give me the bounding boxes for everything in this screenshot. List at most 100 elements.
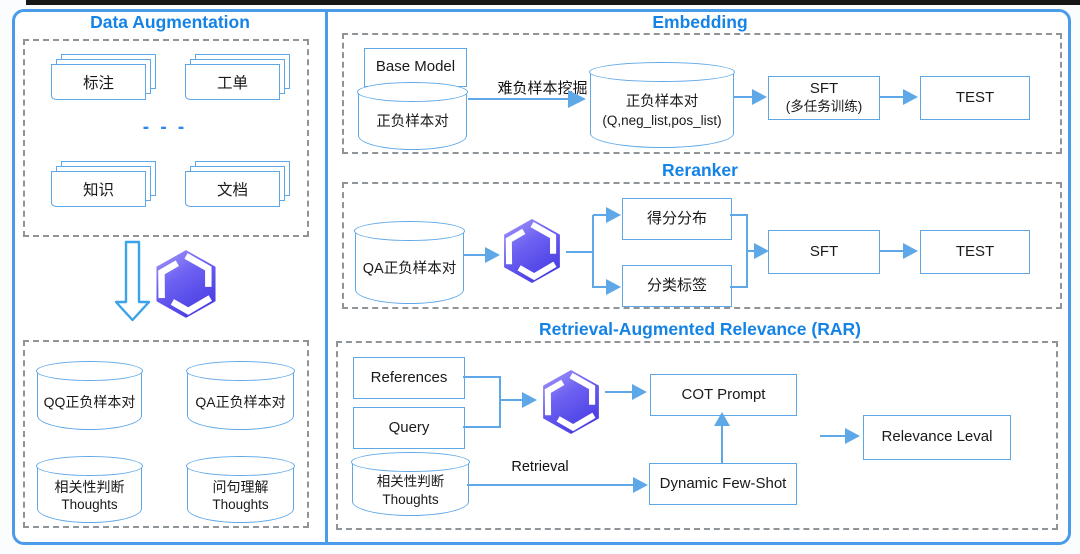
arrow-head xyxy=(754,243,769,259)
box-label: Base Model xyxy=(375,58,456,76)
arrow-head xyxy=(752,89,767,105)
doc-stack-knowledge: 知识 xyxy=(51,161,156,207)
reranker-sft-box: SFT xyxy=(768,230,880,274)
connector-line xyxy=(463,376,501,379)
cot-prompt-box: COT Prompt xyxy=(650,374,797,416)
cylinder-label: Thoughts xyxy=(61,497,118,513)
box-label: Query xyxy=(388,418,430,436)
cylinder-label: QA正负样本对 xyxy=(362,260,457,277)
score-distribution-box: 得分分布 xyxy=(622,198,732,240)
arrow-head xyxy=(903,89,918,105)
arrow-head xyxy=(632,384,647,400)
doc-stack-label: 知识 xyxy=(51,171,146,207)
embedding-group xyxy=(342,33,1062,154)
connector-line xyxy=(499,376,502,428)
box-label: TEST xyxy=(955,242,995,260)
top-black-bar xyxy=(26,0,1080,5)
arrow-head xyxy=(714,412,730,426)
arrow-line xyxy=(748,250,756,253)
embedding-title: Embedding xyxy=(652,12,748,32)
source-docs-group xyxy=(23,39,309,237)
box-label: 得分分布 xyxy=(646,209,707,227)
reranker-group xyxy=(342,182,1062,309)
connector-line xyxy=(730,214,748,217)
more-sources-ellipsis: - - - xyxy=(142,117,188,138)
rar-group xyxy=(336,341,1058,530)
box-label: Dynamic Few-Shot xyxy=(659,474,787,492)
doc-stack-ticket: 工单 xyxy=(185,54,290,100)
qwen-logo-icon xyxy=(498,217,566,285)
box-label: SFT xyxy=(809,80,839,98)
arrow-line xyxy=(467,484,634,487)
arrow-line xyxy=(721,425,724,463)
arrow-head xyxy=(485,247,500,263)
cylinder-relevance-thoughts-rar: 相关性判断 Thoughts xyxy=(351,452,470,516)
references-box: References xyxy=(353,357,465,399)
cylinder-label: 相关性判断 xyxy=(376,473,445,489)
down-arrow-icon xyxy=(115,240,151,322)
doc-stack-label: 标注 xyxy=(51,64,146,100)
box-label: COT Prompt xyxy=(681,385,766,403)
doc-stack-label: 工单 xyxy=(185,64,280,100)
arrow-line xyxy=(593,214,607,217)
arrow-line xyxy=(468,98,570,101)
retrieval-label: Retrieval xyxy=(511,459,569,475)
cylinder-pos-neg-pairs: 正负样本对 xyxy=(357,82,468,150)
box-label: (多任务训练) xyxy=(785,98,863,114)
reranker-test-box: TEST xyxy=(920,230,1030,274)
relevance-level-box: Relevance Leval xyxy=(863,415,1011,460)
dynamic-few-shot-box: Dynamic Few-Shot xyxy=(649,463,797,505)
arrow-head xyxy=(522,392,537,408)
cylinder-label: Thoughts xyxy=(212,497,269,513)
connector-line xyxy=(463,426,501,429)
embedding-test-box: TEST xyxy=(920,76,1030,120)
box-label: 分类标签 xyxy=(646,276,707,294)
query-box: Query xyxy=(353,407,465,449)
cylinder-label: 相关性判断 xyxy=(54,479,125,496)
box-label: Relevance Leval xyxy=(881,428,993,446)
embedding-sft-box: SFT (多任务训练) xyxy=(768,76,880,120)
rar-title: Retrieval-Augmented Relevance (RAR) xyxy=(539,319,861,339)
arrow-head xyxy=(903,243,918,259)
doc-stack-annotation: 标注 xyxy=(51,54,156,100)
arrow-line xyxy=(593,286,607,289)
cylinder-relevance-thoughts: 相关性判断 Thoughts xyxy=(36,456,143,523)
cylinder-mined-pairs: 正负样本对 (Q,neg_list,pos_list) xyxy=(589,62,735,148)
arrow-line xyxy=(880,250,904,253)
arrow-head xyxy=(633,477,648,493)
doc-stack-label: 文档 xyxy=(185,171,280,207)
connector-line xyxy=(566,251,594,254)
cylinder-qa-pairs: QA正负样本对 xyxy=(186,361,295,430)
connector-line xyxy=(746,214,749,288)
cylinder-qa-pairs-reranker: QA正负样本对 xyxy=(354,221,465,304)
box-label: TEST xyxy=(955,88,995,106)
box-label: References xyxy=(370,368,448,386)
cylinder-label: 正负样本对 xyxy=(376,114,449,131)
arrow-line xyxy=(820,435,846,438)
arrow-head xyxy=(606,279,621,295)
qwen-logo-icon xyxy=(537,368,605,436)
hard-negative-mining-label: 难负样本挖掘 xyxy=(497,80,588,97)
arrow-line xyxy=(880,96,904,99)
connector-line xyxy=(592,215,595,288)
cylinder-label: QQ正负样本对 xyxy=(43,393,136,410)
arrow-line xyxy=(464,254,486,257)
arrow-head xyxy=(568,90,586,108)
arrow-line xyxy=(605,391,633,394)
box-label: SFT xyxy=(809,242,839,260)
doc-stack-document: 文档 xyxy=(185,161,290,207)
cylinder-qq-pairs: QQ正负样本对 xyxy=(36,361,143,430)
data-augmentation-title: Data Augmentation xyxy=(90,12,250,32)
arrow-line xyxy=(734,96,753,99)
cylinder-label: 问句理解 xyxy=(212,479,269,496)
cylinder-label: 正负样本对 xyxy=(625,94,699,111)
reranker-title: Reranker xyxy=(662,160,738,180)
augmented-outputs-group xyxy=(23,340,309,528)
class-label-box: 分类标签 xyxy=(622,265,732,307)
arrow-head xyxy=(845,428,860,444)
arrow-line xyxy=(499,399,523,402)
cylinder-label: (Q,neg_list,pos_list) xyxy=(602,113,722,129)
qwen-logo-icon xyxy=(150,248,222,320)
cylinder-query-understanding-thoughts: 问句理解 Thoughts xyxy=(186,456,295,523)
